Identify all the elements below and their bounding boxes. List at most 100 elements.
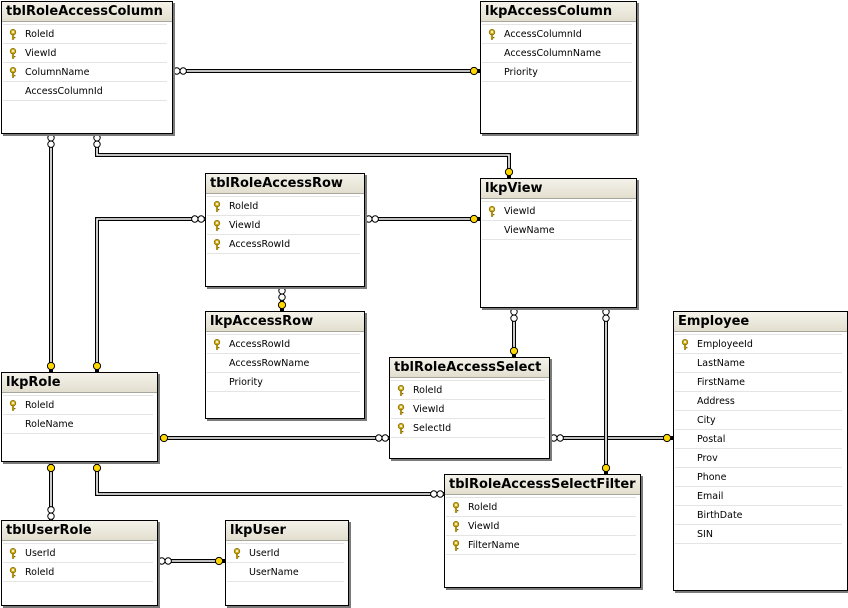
- column-row[interactable]: Priority: [207, 373, 360, 392]
- one-end-key-icon: [159, 433, 169, 443]
- table-title[interactable]: lkpAccessRow: [206, 312, 364, 332]
- column-name: ViewName: [504, 224, 555, 236]
- column-name: RoleId: [229, 200, 259, 212]
- column-name: Prov: [697, 452, 718, 464]
- primary-key-icon: [3, 544, 23, 562]
- column-row[interactable]: ViewId: [446, 517, 636, 536]
- column-spacer: [675, 354, 695, 372]
- column-row[interactable]: FirstName: [675, 373, 842, 392]
- many-end-icon: [173, 67, 181, 75]
- column-row[interactable]: Phone: [675, 468, 842, 487]
- primary-key-icon: [391, 400, 411, 418]
- primary-key-icon: [446, 498, 466, 516]
- column-name: Address: [697, 395, 735, 407]
- column-name: ViewId: [413, 403, 445, 415]
- column-row[interactable]: RoleId: [446, 497, 636, 517]
- column-row[interactable]: AccessColumnId: [482, 24, 632, 44]
- many-end-icon: [430, 490, 438, 498]
- column-row[interactable]: FilterName: [446, 536, 636, 555]
- column-row[interactable]: Email: [675, 487, 842, 506]
- column-row[interactable]: AccessColumnId: [3, 82, 167, 101]
- column-spacer: [675, 525, 695, 543]
- column-row[interactable]: ViewId: [207, 216, 360, 235]
- table-title[interactable]: lkpUser: [226, 521, 348, 541]
- column-spacer: [207, 354, 227, 372]
- column-row[interactable]: ViewId: [482, 201, 632, 221]
- column-row[interactable]: RoleId: [3, 563, 153, 582]
- table-title[interactable]: lkpView: [481, 179, 636, 199]
- column-name: EmployeeId: [697, 338, 753, 350]
- column-row[interactable]: SelectId: [391, 419, 545, 438]
- column-row[interactable]: ViewId: [3, 44, 167, 63]
- column-name: FirstName: [697, 376, 746, 388]
- column-row[interactable]: UserName: [227, 563, 344, 582]
- column-row[interactable]: SIN: [675, 525, 842, 544]
- relationship-line-core: [96, 218, 205, 372]
- primary-key-icon: [482, 202, 502, 220]
- column-name: UserId: [249, 547, 280, 559]
- column-row[interactable]: Prov: [675, 449, 842, 468]
- table-title[interactable]: tblRoleAccessSelectFilter: [445, 475, 640, 495]
- column-row[interactable]: RoleId: [391, 380, 545, 400]
- column-name: ColumnName: [25, 66, 90, 78]
- column-row[interactable]: AccessRowId: [207, 334, 360, 354]
- table-title[interactable]: lkpRole: [2, 373, 157, 393]
- relationship-line: [95, 134, 511, 178]
- column-row[interactable]: Priority: [482, 63, 632, 82]
- column-name: AccessRowName: [229, 357, 310, 369]
- column-name: City: [697, 414, 716, 426]
- column-row[interactable]: City: [675, 411, 842, 430]
- column-name: Phone: [697, 471, 727, 483]
- one-end-key-icon: [504, 167, 514, 177]
- primary-key-icon: [207, 197, 227, 215]
- table-title[interactable]: tblUserRole: [2, 521, 157, 541]
- many-end-icon: [381, 434, 389, 442]
- column-spacer: [675, 506, 695, 524]
- column-row[interactable]: Address: [675, 392, 842, 411]
- column-row[interactable]: UserId: [227, 543, 344, 563]
- column-row[interactable]: ViewName: [482, 221, 632, 240]
- column-row[interactable]: EmployeeId: [675, 334, 842, 354]
- column-spacer: [482, 63, 502, 81]
- many-end-icon: [365, 215, 373, 223]
- column-row[interactable]: RoleId: [3, 24, 167, 44]
- column-row[interactable]: RoleName: [3, 415, 153, 434]
- column-row[interactable]: AccessRowName: [207, 354, 360, 373]
- column-row[interactable]: ViewId: [391, 400, 545, 419]
- primary-key-icon: [446, 517, 466, 535]
- column-row[interactable]: AccessColumnName: [482, 44, 632, 63]
- column-row[interactable]: LastName: [675, 354, 842, 373]
- column-row[interactable]: RoleId: [207, 196, 360, 216]
- table-title[interactable]: tblRoleAccessColumn: [2, 2, 172, 22]
- column-name: AccessRowId: [229, 238, 291, 250]
- table-title[interactable]: lkpAccessColumn: [481, 2, 636, 22]
- table-title[interactable]: tblRoleAccessSelect: [390, 358, 549, 378]
- column-row[interactable]: AccessRowId: [207, 235, 360, 254]
- table-title[interactable]: Employee: [674, 312, 847, 332]
- table-title[interactable]: tblRoleAccessRow: [206, 174, 364, 194]
- column-name: Priority: [229, 376, 263, 388]
- column-row[interactable]: RoleId: [3, 395, 153, 415]
- many-end-icon: [375, 434, 383, 442]
- many-end-icon: [278, 293, 286, 301]
- column-row[interactable]: BirthDate: [675, 506, 842, 525]
- column-row[interactable]: ColumnName: [3, 63, 167, 82]
- column-name: SelectId: [413, 422, 452, 434]
- column-row[interactable]: UserId: [3, 543, 153, 563]
- column-row[interactable]: Postal: [675, 430, 842, 449]
